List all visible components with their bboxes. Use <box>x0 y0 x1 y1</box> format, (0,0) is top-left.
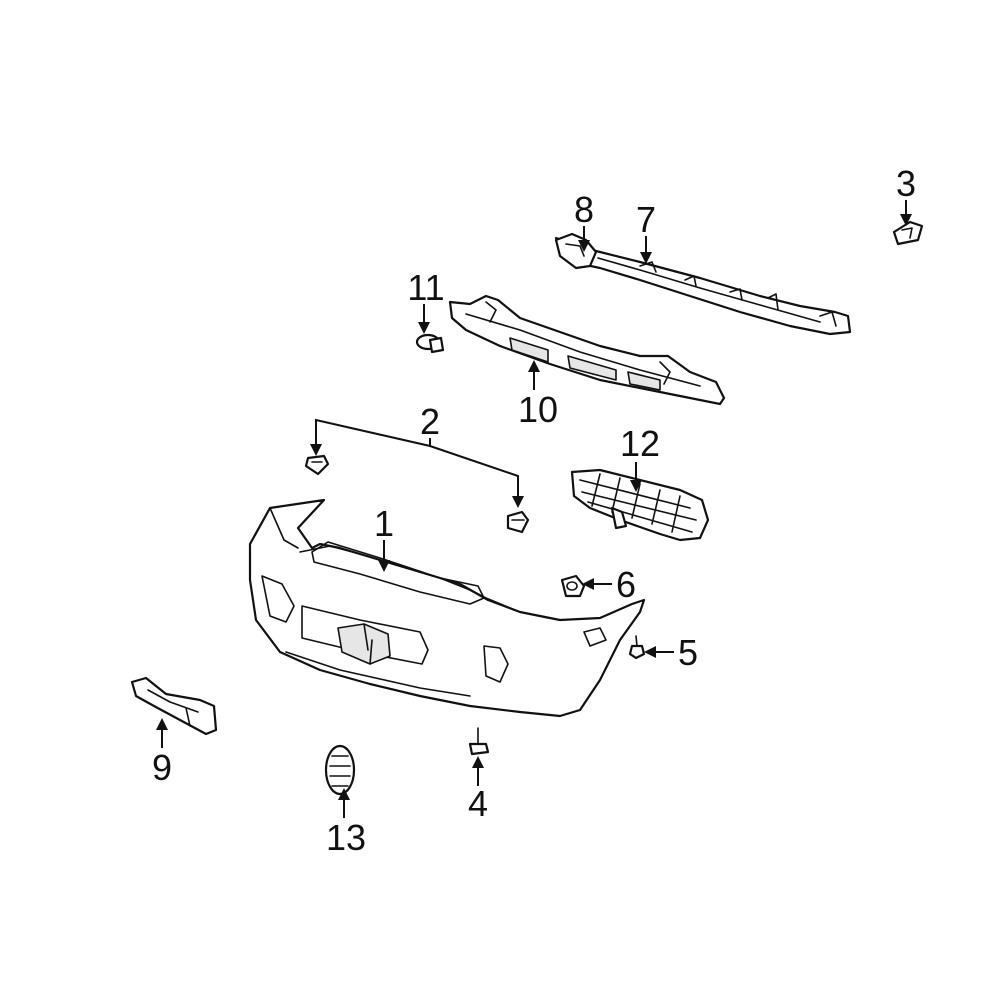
leader-lines <box>156 200 912 818</box>
part-8-bracket <box>554 232 598 270</box>
callout-9: 9 <box>152 747 172 788</box>
callout-3: 3 <box>896 163 916 204</box>
part-9-side-bracket <box>130 676 218 736</box>
part-4-screw <box>468 727 490 756</box>
callout-6: 6 <box>616 564 636 605</box>
part-3-clip <box>892 220 924 246</box>
part-5-screw <box>628 635 646 660</box>
part-2-retainer-left <box>304 454 330 476</box>
callout-12: 12 <box>620 423 660 464</box>
callout-11: 11 <box>407 267 444 308</box>
part-1-bumper-cover <box>248 498 646 718</box>
callout-4: 4 <box>468 783 488 824</box>
callout-labels: 1 2 3 4 5 6 7 8 9 10 11 12 13 <box>152 163 916 858</box>
part-10-absorber <box>448 294 726 406</box>
part-13-emblem <box>324 744 356 796</box>
part-11-push-pin <box>415 333 445 354</box>
callout-8: 8 <box>574 189 594 230</box>
callout-13: 13 <box>326 817 366 858</box>
part-6-fastener <box>560 574 586 598</box>
callout-7: 7 <box>636 199 656 240</box>
callout-10: 10 <box>518 389 558 430</box>
part-12-grille <box>570 468 710 542</box>
callout-1: 1 <box>374 503 394 544</box>
callout-5: 5 <box>678 632 698 673</box>
callout-2: 2 <box>420 401 440 442</box>
part-7-reinforcement <box>554 236 852 336</box>
part-2-retainer-right <box>506 510 530 534</box>
